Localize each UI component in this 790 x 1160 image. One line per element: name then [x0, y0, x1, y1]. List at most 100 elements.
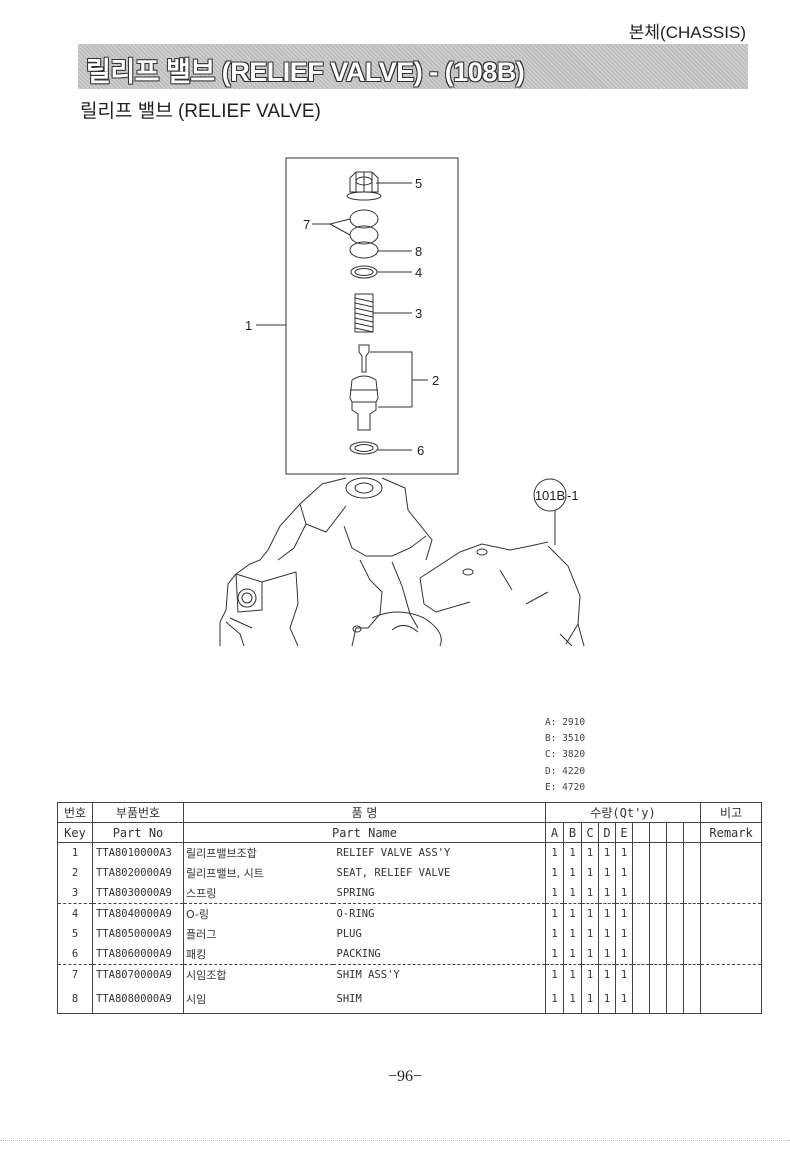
section-label: 본체(CHASSIS) [628, 23, 746, 42]
reference-suffix: -1 [567, 488, 579, 503]
part-name-ko-cell: 플러그 [183, 924, 333, 944]
qty-empty-cell [666, 985, 684, 1014]
remark-cell [700, 883, 763, 904]
qty-cell: 1 [545, 985, 564, 1014]
part-name-en-cell: PLUG [332, 924, 546, 944]
key-header: 번호 [57, 802, 93, 823]
qty-cell: 1 [598, 985, 616, 1014]
qty-empty-cell [682, 944, 702, 965]
part-no-cell: TTA8060000A9 [92, 944, 184, 965]
qty-cell: 1 [598, 883, 616, 904]
qty-empty-cell [632, 924, 650, 944]
part-name-en-cell: SHIM [332, 985, 546, 1014]
qty-cell: 1 [545, 883, 564, 904]
callout-4: 4 [415, 265, 422, 280]
part-no-cell: TTA8020000A9 [92, 863, 184, 883]
remark-cell [700, 964, 763, 985]
qty-empty-cell [666, 863, 684, 883]
key-cell: 8 [57, 985, 93, 1014]
model-item: B: 3510 [545, 733, 586, 745]
remark-header: 비고 [700, 802, 763, 823]
part-name-ko-cell: 릴리프밸브, 시트 [183, 863, 333, 883]
callout-5: 5 [415, 176, 422, 191]
qty-empty-cell [632, 964, 650, 985]
part-name-header-en: Part Name [183, 822, 546, 843]
title-banner: 릴리프 밸브 (RELIEF VALVE) - (108B) [78, 44, 748, 89]
plug-part [346, 171, 382, 201]
qty-col-blank [649, 822, 667, 843]
qty-cell: 1 [563, 842, 582, 863]
qty-cell: 1 [581, 903, 599, 924]
o-ring-part [350, 265, 378, 279]
qty-cell: 1 [563, 964, 582, 985]
part-no-cell: TTA8040000A9 [92, 903, 184, 924]
shim-part [349, 241, 379, 259]
qty-cell: 1 [598, 842, 616, 863]
qty-cell: 1 [581, 924, 599, 944]
qty-cell: 1 [615, 985, 633, 1014]
qty-empty-cell [649, 903, 667, 924]
callout-1: 1 [245, 318, 252, 333]
model-list: A: 2910 B: 3510 C: 3820 D: 4220 E: 4720 [545, 715, 585, 796]
qty-empty-cell [649, 842, 667, 863]
part-name-ko-cell: 패킹 [183, 944, 333, 965]
callout-6: 6 [417, 443, 424, 458]
part-name-ko-cell: O-링 [183, 903, 333, 924]
qty-col-c: C [581, 822, 599, 843]
key-cell: 4 [57, 903, 93, 924]
part-no-header-en: Part No [92, 822, 184, 843]
part-name-en-cell: SEAT, RELIEF VALVE [332, 863, 546, 883]
qty-cell: 1 [615, 924, 633, 944]
qty-cell: 1 [563, 944, 582, 965]
spring-part [354, 293, 374, 333]
qty-col-blank [666, 822, 684, 843]
qty-empty-cell [649, 863, 667, 883]
qty-cell: 1 [545, 944, 564, 965]
qty-empty-cell [649, 964, 667, 985]
page-number: −96− [388, 1068, 423, 1085]
qty-cell: 1 [598, 924, 616, 944]
shim-assy-part [349, 209, 379, 245]
remark-header-en: Remark [700, 822, 763, 843]
key-cell: 6 [57, 944, 93, 965]
qty-col-blank [632, 822, 650, 843]
callout-8: 8 [415, 244, 422, 259]
qty-empty-cell [666, 903, 684, 924]
qty-cell: 1 [563, 863, 582, 883]
qty-empty-cell [632, 863, 650, 883]
reference-bubble-label: 101B [535, 488, 565, 503]
qty-cell: 1 [563, 883, 582, 904]
qty-empty-cell [632, 903, 650, 924]
qty-empty-cell [682, 903, 702, 924]
part-no-cell: TTA8010000A3 [92, 842, 184, 863]
qty-empty-cell [649, 883, 667, 904]
part-no-cell: TTA8070000A9 [92, 964, 184, 985]
qty-empty-cell [632, 944, 650, 965]
part-name-ko-cell: 시임 [183, 985, 333, 1014]
parts-table: 번호 부품번호 품 명 수량(Qt'y) 비고 Key Part No Part… [57, 802, 763, 1014]
qty-empty-cell [682, 883, 702, 904]
part-no-cell: TTA8080000A9 [92, 985, 184, 1014]
qty-cell: 1 [615, 883, 633, 904]
key-header-en: Key [57, 822, 93, 843]
qty-cell: 1 [545, 924, 564, 944]
qty-cell: 1 [581, 985, 599, 1014]
model-item: D: 4220 [545, 765, 586, 777]
qty-empty-cell [682, 985, 702, 1014]
housing-sketch [219, 477, 585, 647]
qty-cell: 1 [581, 842, 599, 863]
exploded-diagram: 5 7 8 4 3 2 6 1 101B -1 [219, 157, 585, 647]
qty-col-a: A [545, 822, 564, 843]
packing-part [349, 441, 379, 455]
part-no-cell: TTA8030000A9 [92, 883, 184, 904]
part-name-ko-cell: 스프링 [183, 883, 333, 904]
qty-col-b: B [563, 822, 582, 843]
